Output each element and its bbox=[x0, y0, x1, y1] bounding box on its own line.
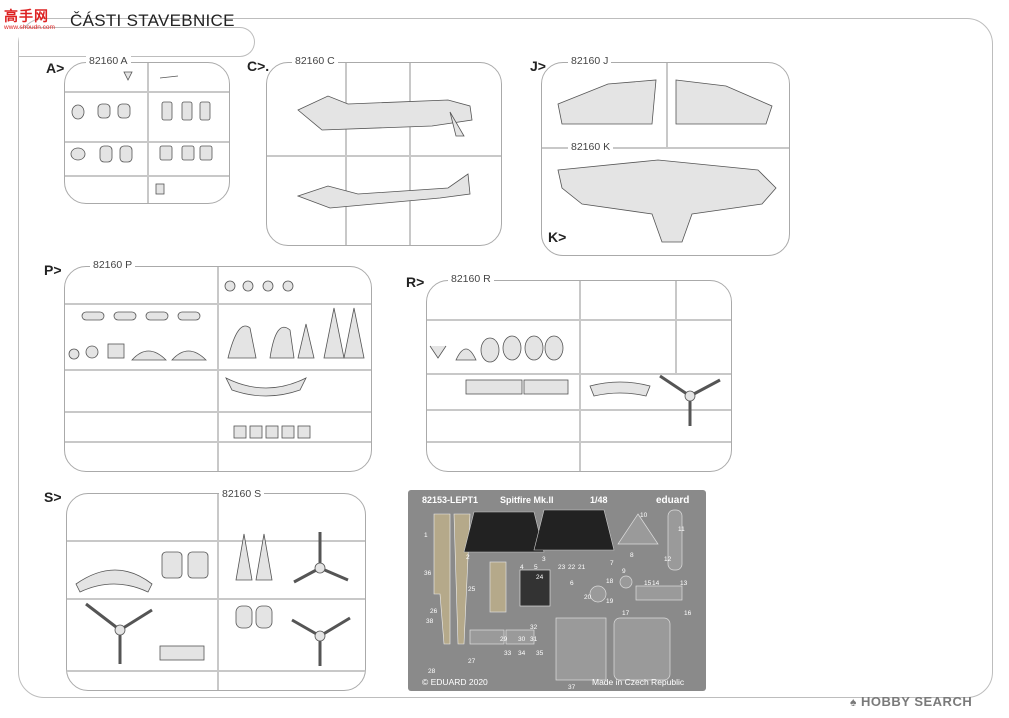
watermark-icon: ♠ bbox=[850, 695, 857, 709]
page-title: ČÁSTI STAVEBNICE bbox=[70, 11, 235, 30]
pe-part-number: 20 bbox=[584, 594, 592, 601]
pe-part-number: 19 bbox=[606, 598, 614, 605]
sprue-letter-p: P> bbox=[44, 262, 62, 278]
sprue-code-p: 82160 P bbox=[90, 259, 136, 271]
page-frame bbox=[18, 18, 993, 698]
sprue-letter-a: A> bbox=[46, 60, 65, 76]
pe-origin: Made in Czech Republic bbox=[592, 677, 685, 687]
sprue-letter-r: R> bbox=[406, 274, 425, 290]
pe-part-number: 23 bbox=[558, 564, 566, 571]
pe-part-number: 10 bbox=[640, 512, 648, 519]
header-tab bbox=[19, 27, 255, 57]
pe-part-number: 16 bbox=[684, 610, 692, 617]
site-logo: 高手网 www.shoudn.com bbox=[4, 6, 68, 34]
sprue-c bbox=[266, 62, 502, 246]
sprue-r bbox=[426, 280, 732, 472]
photoetch-fret: 82153-LEPT1 Spitfire Mk.II 1/48 eduard ©… bbox=[408, 490, 706, 691]
pe-part-number: 13 bbox=[680, 580, 688, 587]
sprue-code-c: 82160 C bbox=[292, 55, 338, 67]
pe-part-number: 28 bbox=[428, 668, 436, 675]
pe-brand: eduard bbox=[656, 495, 690, 506]
pe-part-number: 17 bbox=[622, 610, 630, 617]
pe-part-number: 38 bbox=[426, 618, 434, 625]
sprue-s bbox=[66, 493, 366, 691]
pe-part-number: 35 bbox=[536, 650, 544, 657]
sprue-letter-s: S> bbox=[44, 489, 62, 505]
sprue-letter-k: K> bbox=[548, 229, 567, 245]
sprue-code-j: 82160 J bbox=[568, 55, 612, 67]
sprue-code-k: 82160 K bbox=[568, 141, 614, 153]
pe-part-number: 18 bbox=[606, 578, 614, 585]
pe-scale: 1/48 bbox=[590, 495, 608, 505]
pe-part-number: 3 bbox=[542, 556, 546, 563]
logo-text: 高手网 bbox=[4, 9, 49, 25]
pe-part-number: 26 bbox=[430, 608, 438, 615]
pe-part-number: 2 bbox=[466, 554, 470, 561]
pe-part-number: 29 bbox=[500, 636, 508, 643]
pe-part-number: 34 bbox=[518, 650, 526, 657]
pe-name: Spitfire Mk.II bbox=[500, 495, 554, 505]
pe-part-number: 24 bbox=[536, 574, 544, 581]
pe-part-number: 36 bbox=[424, 570, 432, 577]
pe-part-number: 27 bbox=[468, 658, 476, 665]
sprue-code-r: 82160 R bbox=[448, 273, 494, 285]
pe-part-number: 22 bbox=[568, 564, 576, 571]
pe-part-number: 7 bbox=[610, 560, 614, 567]
pe-part-number: 15 bbox=[644, 580, 652, 587]
sprue-p bbox=[64, 266, 372, 472]
logo-url: www.shoudn.com bbox=[4, 24, 55, 31]
pe-part-number: 31 bbox=[530, 636, 538, 643]
pe-part-number: 32 bbox=[530, 624, 538, 631]
pe-copyright: © EDUARD 2020 bbox=[422, 677, 488, 687]
pe-code: 82153-LEPT1 bbox=[422, 495, 479, 505]
pe-part-number: 4 bbox=[520, 564, 524, 571]
pe-part-number: 14 bbox=[652, 580, 660, 587]
sprue-letter-c: C>. bbox=[247, 58, 270, 74]
pe-part-number: 5 bbox=[534, 564, 538, 571]
watermark: ♠ HOBBY SEARCH bbox=[850, 694, 972, 709]
pe-part-number: 6 bbox=[570, 580, 574, 587]
pe-part-number: 21 bbox=[578, 564, 586, 571]
pe-part-number: 8 bbox=[630, 552, 634, 559]
pe-part-number: 33 bbox=[504, 650, 512, 657]
sprue-a bbox=[64, 62, 230, 204]
pe-part-number: 25 bbox=[468, 586, 476, 593]
pe-part-number: 11 bbox=[678, 526, 685, 533]
pe-parts bbox=[433, 509, 683, 681]
sprue-letter-j: J> bbox=[530, 58, 546, 74]
sprue-code-a: 82160 A bbox=[86, 55, 131, 67]
pe-part-number: 37 bbox=[568, 684, 576, 691]
pe-part-number: 9 bbox=[622, 568, 626, 575]
watermark-text: HOBBY SEARCH bbox=[861, 694, 973, 709]
sprue-code-s: 82160 S bbox=[219, 488, 265, 500]
pe-part-number: 30 bbox=[518, 636, 526, 643]
pe-part-number: 12 bbox=[664, 556, 672, 563]
pe-part-number: 1 bbox=[424, 532, 428, 539]
